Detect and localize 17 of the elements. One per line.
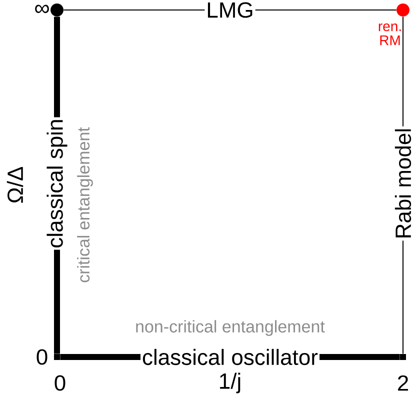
corner-label: ren. RM [378,24,401,46]
axis-title: 1/j [220,372,240,394]
dot [50,4,64,16]
axis-title: Ω/Δ [6,167,24,203]
axis-value: 2 [398,375,408,391]
edge-label: LMG [204,0,256,20]
edge-label: classical oscillator [140,347,320,367]
axis-value: 0 [54,375,66,391]
corner-point [400,354,406,360]
edge-label: Rabi model [393,126,413,241]
region-label: critical entanglement [77,127,93,282]
edge-label: classical spin [45,117,69,250]
region-label: non-critical entanglement [136,320,325,336]
dot [396,4,410,16]
corner-point [54,354,60,360]
axis-value: 0 [36,349,48,365]
axis-value: ∞ [35,4,49,14]
